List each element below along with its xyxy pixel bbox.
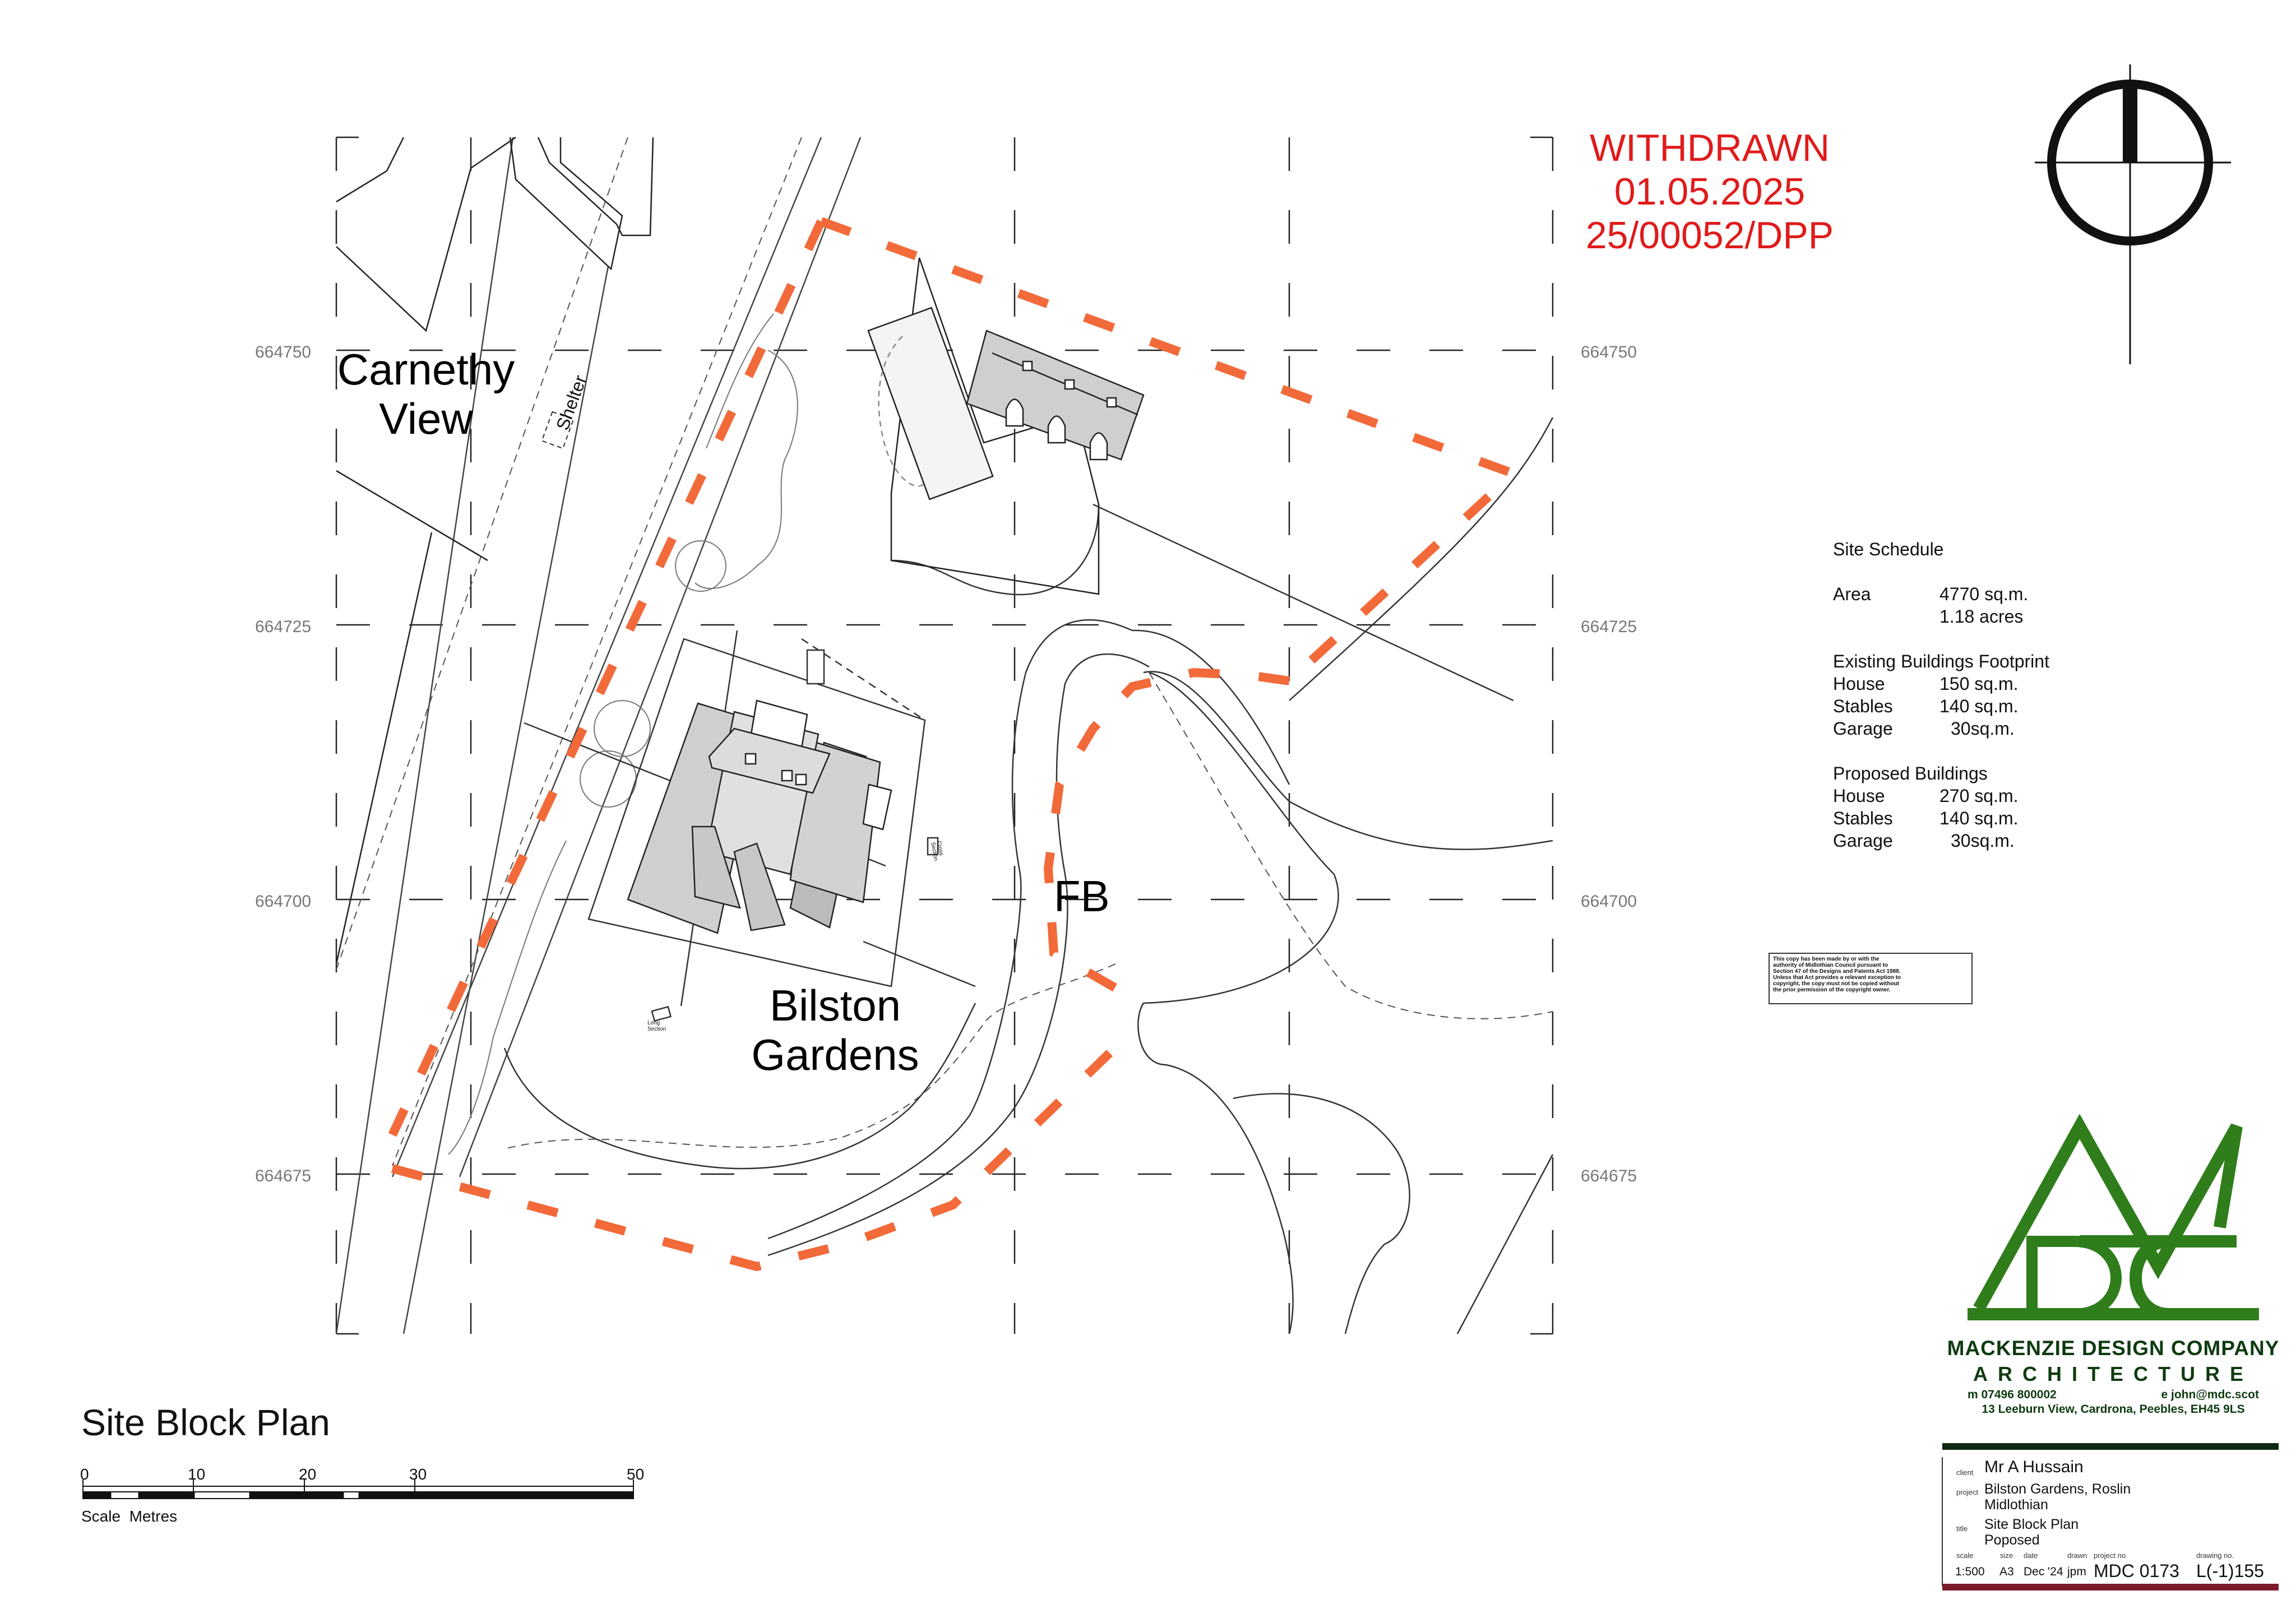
stables-building: [867, 257, 1145, 595]
proposed-row: Garage 30sq.m.: [1833, 829, 2049, 852]
label-carnethy-view: Carnethy View: [331, 345, 521, 443]
scale-tick-0: 0: [80, 1466, 89, 1483]
drive: [503, 619, 1553, 1256]
company-address: 13 Leeburn View, Cardrona, Peebles, EH45…: [1982, 1403, 2245, 1416]
tb-drawn: jpm: [2067, 1565, 2086, 1578]
tb-scale-label: scale: [1956, 1551, 1974, 1560]
northing-right-3: 664700: [1581, 892, 1637, 911]
tb-size: A3: [1999, 1565, 2014, 1578]
northing-left-4: 664675: [255, 1167, 312, 1185]
northing-right-4: 664675: [1581, 1167, 1637, 1185]
site-schedule-heading: Site Schedule: [1833, 539, 1944, 559]
tb-project-label: project: [1956, 1488, 1979, 1496]
existing-value: 140 sq.m.: [1939, 696, 2019, 716]
proposed-name: Garage: [1833, 831, 1893, 851]
tb-title-label: title: [1956, 1524, 1968, 1533]
road-dashed-lines: [336, 137, 802, 1166]
withdrawn-date: 01.05.2025: [1614, 170, 1806, 213]
copyright-note: This copy has been made by or with the a…: [1769, 953, 1973, 1004]
company-name: MACKENZIE DESIGN COMPANY: [1947, 1337, 2280, 1360]
scale-caption: Scale Metres: [81, 1508, 177, 1525]
company-discipline: ARCHITECTURE: [1973, 1362, 2253, 1385]
north-arrow: [2035, 64, 2231, 364]
scale-tick-20: 20: [299, 1466, 317, 1483]
scale-caption-units: Metres: [129, 1508, 178, 1525]
tb-client-label: client: [1956, 1468, 1974, 1477]
tb-date: Dec '24: [2024, 1565, 2063, 1578]
withdrawn-reference: 25/00052/DPP: [1585, 214, 1834, 257]
proposed-row: Stables 140 sq.m.: [1833, 807, 2049, 829]
mdc-logo: [1968, 1114, 2259, 1320]
tb-size-label: size: [2000, 1551, 2013, 1560]
neighbour-buildings: [335, 136, 654, 964]
company-mobile: m 07496 800002: [1968, 1388, 2057, 1401]
withdrawn-line-1: WITHDRAWN: [1589, 127, 1830, 169]
tb-title-2: Poposed: [1984, 1532, 2040, 1548]
scale-tick-50: 50: [627, 1466, 645, 1483]
tb-drawing-no: L(-1)155: [2196, 1561, 2264, 1581]
existing-value: 30sq.m.: [1951, 718, 2015, 739]
scale-bar: [82, 1480, 634, 1499]
drawing-title: Site Block Plan: [81, 1402, 330, 1443]
tb-project-1: Bilston Gardens, Roslin: [1984, 1481, 2131, 1497]
existing-row: House 150 sq.m.: [1833, 673, 2049, 695]
copyright-note-text: This copy has been made by or with the a…: [1773, 956, 1901, 993]
scale-tick-10: 10: [188, 1466, 206, 1483]
proposed-value: 30sq.m.: [1951, 831, 2015, 851]
tree-line: [448, 313, 798, 1155]
proposed-value: 140 sq.m.: [1939, 808, 2019, 828]
label-bilston-line-2: Gardens: [751, 1030, 919, 1079]
drive-dashed: [504, 672, 1553, 1149]
label-bilston-line-1: Bilston: [769, 981, 901, 1030]
withdrawn-stamp: WITHDRAWN 01.05.2025 25/00052/DPP: [1564, 126, 1855, 257]
company-email: e john@mdc.scot: [2161, 1388, 2259, 1401]
northing-right-2: 664725: [1581, 618, 1637, 636]
tb-project-no-label: project no.: [2094, 1551, 2128, 1560]
tb-title-1: Site Block Plan: [1984, 1517, 2079, 1532]
existing-name: Stables: [1833, 696, 1893, 716]
area-sqm: 4770 sq.m.: [1939, 584, 2029, 604]
northing-left-2: 664725: [255, 618, 312, 636]
northing-left-1: 664750: [255, 343, 312, 361]
shelter-box: [541, 411, 575, 449]
proposed-value: 270 sq.m.: [1939, 786, 2019, 806]
tb-scale: 1:500: [1955, 1565, 1985, 1578]
label-fb: FB: [1054, 871, 1110, 921]
tb-client: Mr A Hussain: [1984, 1458, 2084, 1476]
tb-project-no: MDC 0173: [2094, 1561, 2179, 1581]
existing-row: Garage 30sq.m.: [1833, 717, 2049, 740]
house-building: [627, 699, 892, 934]
proposed-row: House 270 sq.m.: [1833, 785, 2049, 807]
scale-tick-30: 30: [409, 1466, 427, 1483]
proposed-heading: Proposed Buildings: [1833, 763, 1988, 783]
existing-name: House: [1833, 674, 1885, 694]
area-acres: 1.18 acres: [1939, 606, 2024, 627]
title-block-top-rule: [1942, 1443, 2279, 1450]
scale-caption-scale: Scale: [81, 1508, 121, 1525]
area-label: Area: [1833, 584, 1871, 604]
northing-right-1: 664750: [1581, 343, 1637, 361]
existing-row: Stables 140 sq.m.: [1833, 695, 2049, 717]
road-lines: [335, 137, 862, 1334]
tb-date-label: date: [2024, 1551, 2038, 1560]
proposed-name: Stables: [1833, 808, 1893, 828]
existing-heading: Existing Buildings Footprint: [1833, 651, 2049, 671]
existing-name: Garage: [1833, 718, 1893, 739]
existing-value: 150 sq.m.: [1939, 674, 2019, 694]
tb-drawing-no-label: drawing no.: [2196, 1551, 2234, 1560]
company-block: MACKENZIE DESIGN COMPANY ARCHITECTURE m …: [1945, 1337, 2281, 1416]
label-carnethy-line-1: Carnethy: [337, 345, 515, 394]
title-block-bottom-rule: [1942, 1584, 2279, 1590]
site-boundary: [388, 217, 1522, 1272]
grid-ticks: [336, 136, 1553, 1335]
northing-left-3: 664700: [255, 892, 312, 911]
tb-project-2: Midlothian: [1984, 1497, 2048, 1513]
proposed-name: House: [1833, 786, 1885, 806]
right-side-lines: [891, 417, 1554, 1334]
label-carnethy-line-2: View: [379, 394, 473, 443]
tb-drawn-label: drawn: [2067, 1551, 2087, 1560]
label-bilston-gardens: Bilston Gardens: [740, 981, 931, 1079]
label-long-section: Long Section: [647, 1020, 666, 1032]
